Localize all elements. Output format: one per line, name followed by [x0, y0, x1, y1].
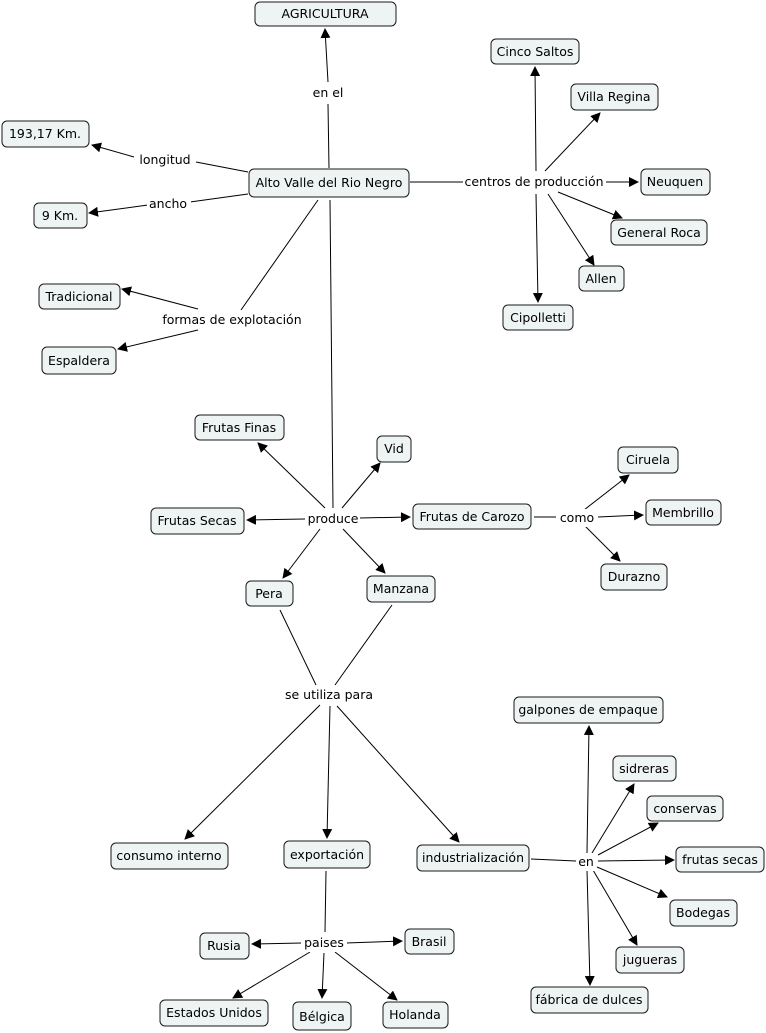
- concept-label: Frutas Secas: [157, 513, 236, 528]
- concept-label: industrialización: [422, 850, 524, 865]
- concept-neuquen[interactable]: Neuquen: [640, 168, 711, 196]
- concept-tradicional[interactable]: Tradicional: [38, 283, 121, 310]
- concept-label: fábrica de dulces: [535, 992, 642, 1007]
- concept-label: Estados Unidos: [166, 1005, 262, 1020]
- concept-frutas-finas[interactable]: Frutas Finas: [194, 414, 285, 441]
- concept-label: Tradicional: [44, 289, 112, 304]
- link-como: como: [557, 509, 597, 527]
- concept-193-km[interactable]: 193,17 Km.: [1, 120, 90, 148]
- link-longitud: longitud: [136, 151, 194, 169]
- link-en: en: [576, 853, 596, 871]
- concept-brasil[interactable]: Brasil: [404, 928, 455, 955]
- concept-espaldera[interactable]: Espaldera: [41, 346, 117, 375]
- link-en-el: en el: [308, 84, 348, 102]
- concept-label: Membrillo: [652, 505, 714, 520]
- concept-label: jugueras: [622, 952, 677, 967]
- link-label: en el: [313, 85, 344, 100]
- concept-label: Cipolletti: [510, 310, 566, 325]
- link-label: se utiliza para: [285, 687, 373, 702]
- concept-holanda[interactable]: Holanda: [382, 1001, 449, 1029]
- concept-label: Rusia: [207, 938, 241, 953]
- concept-label: consumo interno: [116, 848, 221, 863]
- link-label: como: [560, 510, 594, 525]
- connectors: [88, 28, 675, 1001]
- concept-general-roca[interactable]: General Roca: [610, 219, 708, 246]
- link-label: ancho: [149, 196, 187, 211]
- concept-label: Neuquen: [647, 174, 703, 189]
- concept-label: Allen: [585, 271, 616, 286]
- concept-label: Ciruela: [626, 452, 670, 467]
- concept-conservas[interactable]: conservas: [646, 795, 724, 822]
- concept-belgica[interactable]: Bélgica: [292, 1001, 352, 1031]
- concept-estados-unidos[interactable]: Estados Unidos: [159, 999, 269, 1027]
- concept-label: AGRICULTURA: [281, 6, 368, 21]
- link-label: longitud: [139, 152, 190, 167]
- concept-jugueras[interactable]: jugueras: [615, 946, 685, 974]
- concept-label: Holanda: [389, 1007, 441, 1022]
- concept-label: 9 Km.: [42, 208, 78, 223]
- concept-allen[interactable]: Allen: [578, 265, 625, 292]
- concept-cinco-saltos[interactable]: Cinco Saltos: [490, 38, 580, 65]
- concept-label: Brasil: [412, 934, 447, 949]
- concept-rusia[interactable]: Rusia: [199, 932, 250, 960]
- link-label: paises: [304, 935, 344, 950]
- concept-label: galpones de empaque: [518, 702, 658, 717]
- concept-cipolletti[interactable]: Cipolletti: [502, 304, 574, 331]
- link-label: centros de producción: [464, 174, 603, 189]
- concept-label: Espaldera: [48, 353, 110, 368]
- concept-label: Durazno: [608, 569, 660, 584]
- concept-label: 193,17 Km.: [9, 126, 81, 141]
- concept-manzana[interactable]: Manzana: [366, 575, 436, 603]
- concept-vid[interactable]: Vid: [376, 435, 412, 463]
- concept-label: Cinco Saltos: [497, 44, 574, 59]
- concept-durazno[interactable]: Durazno: [600, 563, 668, 591]
- link-produce: produce: [305, 510, 360, 528]
- concept-label: Villa Regina: [577, 89, 650, 104]
- concept-label: conservas: [653, 801, 716, 816]
- concept-frutas-carozo[interactable]: Frutas de Carozo: [412, 503, 532, 530]
- link-formas: formas de explotación: [161, 311, 303, 329]
- concept-label: sidreras: [619, 761, 669, 776]
- concept-label: Bodegas: [676, 905, 730, 920]
- concept-9-km[interactable]: 9 Km.: [33, 202, 88, 229]
- concept-membrillo[interactable]: Membrillo: [645, 499, 722, 526]
- concept-pera[interactable]: Pera: [245, 580, 294, 607]
- concept-label: Vid: [384, 441, 404, 456]
- concept-bodegas[interactable]: Bodegas: [669, 899, 738, 927]
- concept-exportacion[interactable]: exportación: [283, 840, 371, 869]
- concept-galpones[interactable]: galpones de empaque: [513, 696, 664, 724]
- concept-agricultura[interactable]: AGRICULTURA: [254, 1, 397, 27]
- concept-fabrica-dulces[interactable]: fábrica de dulces: [530, 986, 649, 1014]
- link-label: en: [578, 854, 594, 869]
- concept-label: Pera: [255, 586, 283, 601]
- link-label: produce: [308, 511, 359, 526]
- concept-consumo-interno[interactable]: consumo interno: [110, 842, 229, 870]
- concept-alto-valle[interactable]: Alto Valle del Rio Negro: [248, 168, 410, 198]
- concept-label: General Roca: [617, 225, 701, 240]
- concept-label: exportación: [290, 847, 364, 862]
- concept-frutas-secas-industria[interactable]: frutas secas: [675, 846, 765, 873]
- concept-label: Alto Valle del Rio Negro: [256, 175, 403, 190]
- link-se-utiliza: se utiliza para: [281, 686, 377, 704]
- concept-ciruela[interactable]: Ciruela: [617, 446, 679, 474]
- concept-label: Frutas de Carozo: [419, 509, 524, 524]
- concept-label: Frutas Finas: [202, 420, 276, 435]
- concept-frutas-secas[interactable]: Frutas Secas: [150, 507, 245, 535]
- concept-label: Bélgica: [299, 1009, 345, 1024]
- link-ancho: ancho: [147, 195, 191, 213]
- link-paises: paises: [301, 934, 347, 952]
- concept-label: Manzana: [373, 581, 429, 596]
- link-centros: centros de producción: [464, 173, 604, 191]
- concept-label: frutas secas: [682, 852, 758, 867]
- concept-industrializacion[interactable]: industrialización: [416, 844, 530, 872]
- concept-villa-regina[interactable]: Villa Regina: [570, 83, 659, 111]
- link-label: formas de explotación: [162, 312, 301, 327]
- concept-sidreras[interactable]: sidreras: [612, 755, 677, 782]
